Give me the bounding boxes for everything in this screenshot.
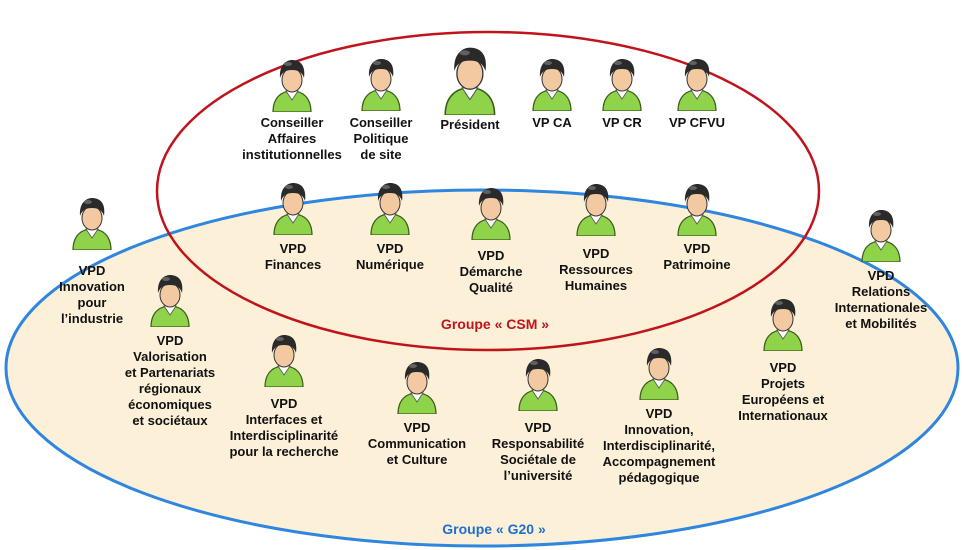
person-icon xyxy=(763,299,803,351)
person-icon xyxy=(72,198,112,250)
person-icon xyxy=(518,359,558,411)
person-label: Conseiller Politique de site xyxy=(349,115,413,162)
person-label: VPD Finances xyxy=(264,241,322,272)
g20-ellipse xyxy=(4,188,960,548)
person-label: VPD Interfaces et Interdisciplinarité po… xyxy=(229,396,339,459)
person-icon xyxy=(444,47,496,116)
person-label: VPD Patrimoine xyxy=(663,241,731,272)
person-icon xyxy=(264,335,304,387)
g20-group-label: Groupe « G20 » xyxy=(442,521,546,537)
person-icon xyxy=(397,362,437,414)
person-icon xyxy=(150,275,190,327)
person-label: VPD Communication et Culture xyxy=(367,420,467,467)
person-label: VPD Ressources Humaines xyxy=(559,246,633,293)
person-label: Conseiller Affaires institutionnelles xyxy=(242,115,342,162)
person-icon xyxy=(602,59,642,111)
person-icon xyxy=(861,210,901,262)
csm-ellipse xyxy=(155,30,821,352)
person-icon xyxy=(370,183,410,235)
csm-group-label: Groupe « CSM » xyxy=(440,316,550,332)
person-icon xyxy=(273,183,313,235)
person-label: VPD Innovation, Interdisciplinarité, Acc… xyxy=(602,406,716,485)
person-label: VPD Responsabilité Sociétale de l’univer… xyxy=(491,420,585,483)
person-icon xyxy=(576,184,616,236)
person-icon xyxy=(361,59,401,111)
person-icon xyxy=(639,348,679,400)
person-label: VPD Innovation pour l’industrie xyxy=(59,263,125,326)
person-label: VPD Projets Européens et Internationaux xyxy=(738,360,828,423)
person-label: VPD Relations Internationales et Mobilit… xyxy=(834,268,928,331)
person-icon xyxy=(272,60,312,112)
person-icon xyxy=(677,184,717,236)
person-label: VPD Démarche Qualité xyxy=(459,248,523,295)
person-icon xyxy=(471,188,511,240)
person-label: VPD Valorisation et Partenariats régiona… xyxy=(124,333,216,428)
person-icon xyxy=(677,59,717,111)
person-label: VP CA xyxy=(532,115,572,130)
person-label: Président xyxy=(440,117,500,132)
person-label: VP CFVU xyxy=(668,115,726,130)
person-label: VPD Numérique xyxy=(356,241,424,272)
person-icon xyxy=(532,59,572,111)
person-label: VP CR xyxy=(602,115,642,130)
